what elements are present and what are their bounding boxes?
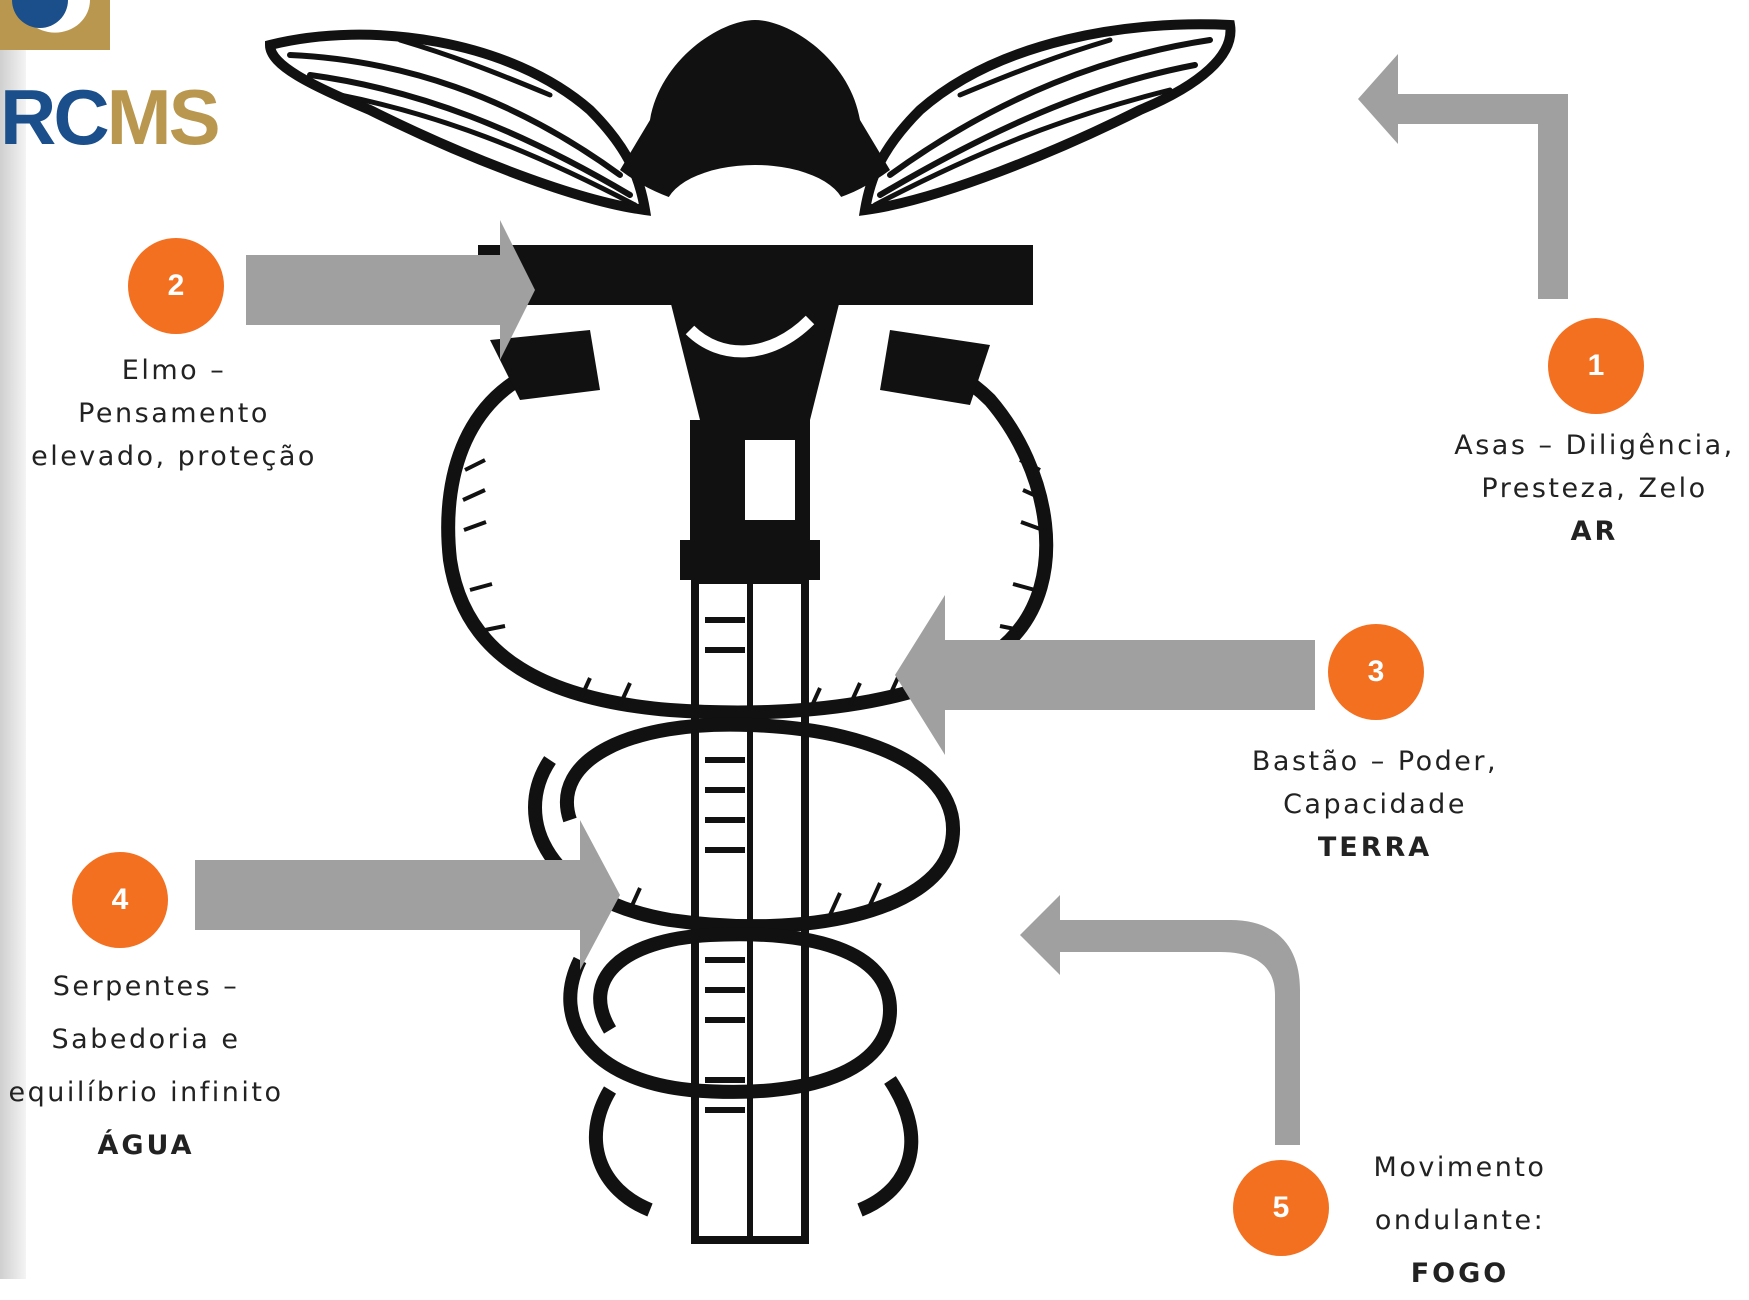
label-4-element: ÁGUA [0,1119,292,1172]
arrow-2 [246,220,535,360]
label-2: Elmo – Pensamento elevado, proteção [14,349,334,478]
label-4: Serpentes – Sabedoria e equilíbrio infin… [0,960,292,1172]
label-1-line1: Asas – Diligência, [1440,424,1749,467]
label-4-line2: Sabedoria e [0,1013,292,1066]
label-1-element: AR [1440,510,1749,553]
arrow-1 [1358,54,1568,299]
label-2-line3: elevado, proteção [14,435,334,478]
label-2-line1: Elmo – [14,349,334,392]
arrow-3 [895,595,1315,755]
label-4-line1: Serpentes – [0,960,292,1013]
arrow-5 [1020,895,1300,1145]
label-1-line2: Presteza, Zelo [1440,467,1749,510]
label-5-element: FOGO [1340,1247,1580,1300]
label-2-line2: Pensamento [14,392,334,435]
label-3: Bastão – Poder, Capacidade TERRA [1210,740,1540,869]
label-5-line1: Movimento [1340,1141,1580,1194]
label-4-line3: equilíbrio infinito [0,1066,292,1119]
badge-3: 3 [1328,624,1424,720]
label-3-line1: Bastão – Poder, [1210,740,1540,783]
badge-4: 4 [72,852,168,948]
label-5-line2: ondulante: [1340,1194,1580,1247]
label-3-element: TERRA [1210,826,1540,869]
label-5: Movimento ondulante: FOGO [1340,1141,1580,1300]
label-1: Asas – Diligência, Presteza, Zelo AR [1440,424,1749,553]
badge-2: 2 [128,238,224,334]
label-3-line2: Capacidade [1210,783,1540,826]
badge-5: 5 [1233,1160,1329,1256]
badge-1: 1 [1548,318,1644,414]
arrow-4 [195,820,620,970]
